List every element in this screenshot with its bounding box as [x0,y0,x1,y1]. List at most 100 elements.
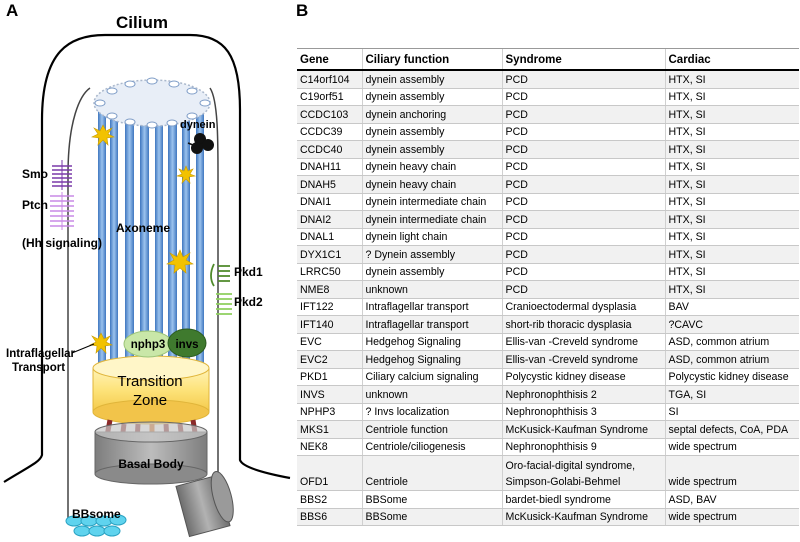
cell-cardiac: Polycystic kidney disease [664,368,799,386]
cell-ciliary-function: Centriole/ciliogenesis [361,438,502,456]
cell-ciliary-function: Hedgehog Signaling [361,333,502,351]
cell-syndrome: PCD [501,245,665,264]
cell-ciliary-function: dynein intermediate chain [361,193,502,211]
cell-gene: C19orf51 [297,88,362,106]
cell-ciliary-function: dynein assembly [361,123,502,141]
cell-ciliary-function: Intraflagellar transport [361,315,502,334]
cell-ciliary-function: dynein assembly [361,70,502,89]
nphp3-label: nphp3 [131,339,166,351]
ptch-label: Ptch [22,198,48,212]
cell-ciliary-function: BBSome [361,508,502,526]
basal-body [94,421,208,485]
cell-gene: IFT122 [297,298,362,316]
cell-gene: DNAI1 [297,193,362,211]
cell-ciliary-function: ? Dynein assembly [361,245,502,264]
bbsome-complex [65,514,127,537]
cell-cardiac: HTX, SI [664,210,799,229]
ift-label-line2: Transport [12,362,65,374]
invs-label: invs [175,339,198,351]
cell-gene: DNAH11 [297,158,362,176]
cell-gene: OFD1 [297,455,362,491]
cell-syndrome: PCD [501,280,665,299]
smo-label: Smo [22,167,48,181]
cell-ciliary-function: Hedgehog Signaling [361,350,502,369]
cell-syndrome: PCD [501,88,665,106]
transition-zone-line2: Zone [133,392,167,409]
cell-cardiac: HTX, SI [664,263,799,281]
cell-syndrome: Nephronophthisis 2 [501,385,665,404]
cell-cardiac: SI [664,403,799,421]
cell-cardiac: HTX, SI [664,88,799,106]
cell-ciliary-function: ? Invs localization [361,403,502,421]
panel-a-letter: A [6,1,19,20]
cell-gene: NPHP3 [297,403,362,421]
cell-syndrome: PCD [501,228,665,246]
cell-cardiac: HTX, SI [664,158,799,176]
cell-cardiac: wide spectrum [664,455,799,491]
cell-ciliary-function: Ciliary calcium signaling [361,368,502,386]
cell-ciliary-function: unknown [361,385,502,404]
dynein-label: dynein [180,119,216,131]
cell-gene: NME8 [297,280,362,299]
daughter-centriole [175,470,234,538]
pkd1-label: Pkd1 [234,265,263,279]
cell-ciliary-function: dynein heavy chain [361,158,502,176]
cell-syndrome: PCD [501,193,665,211]
table-header-row: Gene Ciliary function Syndrome Cardiac [297,48,799,71]
cell-cardiac: ASD, BAV [664,490,799,509]
cell-syndrome: PCD [501,70,665,89]
cell-cardiac: ASD, common atrium [664,350,799,369]
cell-syndrome: PCD [501,175,665,194]
cell-gene: PKD1 [297,368,362,386]
cell-cardiac: HTX, SI [664,140,799,159]
pkd2-icon [216,293,232,315]
cell-gene: BBS6 [297,508,362,526]
ift-label-line1: Intraflagellar [6,348,76,360]
cilium-title: Cilium [116,13,168,32]
cell-cardiac: TGA, SI [664,385,799,404]
cell-ciliary-function: dynein heavy chain [361,175,502,194]
cell-syndrome: Cranioectodermal dysplasia [501,298,665,316]
cell-gene: INVS [297,385,362,404]
cell-ciliary-function: unknown [361,280,502,299]
cell-gene: EVC2 [297,350,362,369]
cell-gene: EVC [297,333,362,351]
header-cardiac: Cardiac [664,48,799,71]
cell-cardiac: HTX, SI [664,228,799,246]
transition-zone-line1: Transition [117,373,182,390]
cell-cardiac: HTX, SI [664,245,799,264]
header-ciliary-function: Ciliary function [361,48,502,71]
cell-gene: DYX1C1 [297,245,362,264]
cell-cardiac: HTX, SI [664,70,799,89]
ift-particle-icon [166,249,194,274]
cell-ciliary-function: Intraflagellar transport [361,298,502,316]
ciliary-gene-table: Gene Ciliary function Syndrome Cardiac C… [297,48,799,526]
cell-gene: IFT140 [297,315,362,334]
cell-syndrome: PCD [501,123,665,141]
smo-receptor-icon [52,160,72,190]
invs-protein [167,328,207,358]
cell-ciliary-function: dynein light chain [361,228,502,246]
header-syndrome: Syndrome [501,48,665,71]
cilium-diagram: Cilium dynein [3,13,291,538]
axoneme-label: Axoneme [116,221,170,235]
bbsome-label: BBsome [72,507,121,521]
cell-gene: C14orf104 [297,70,362,89]
